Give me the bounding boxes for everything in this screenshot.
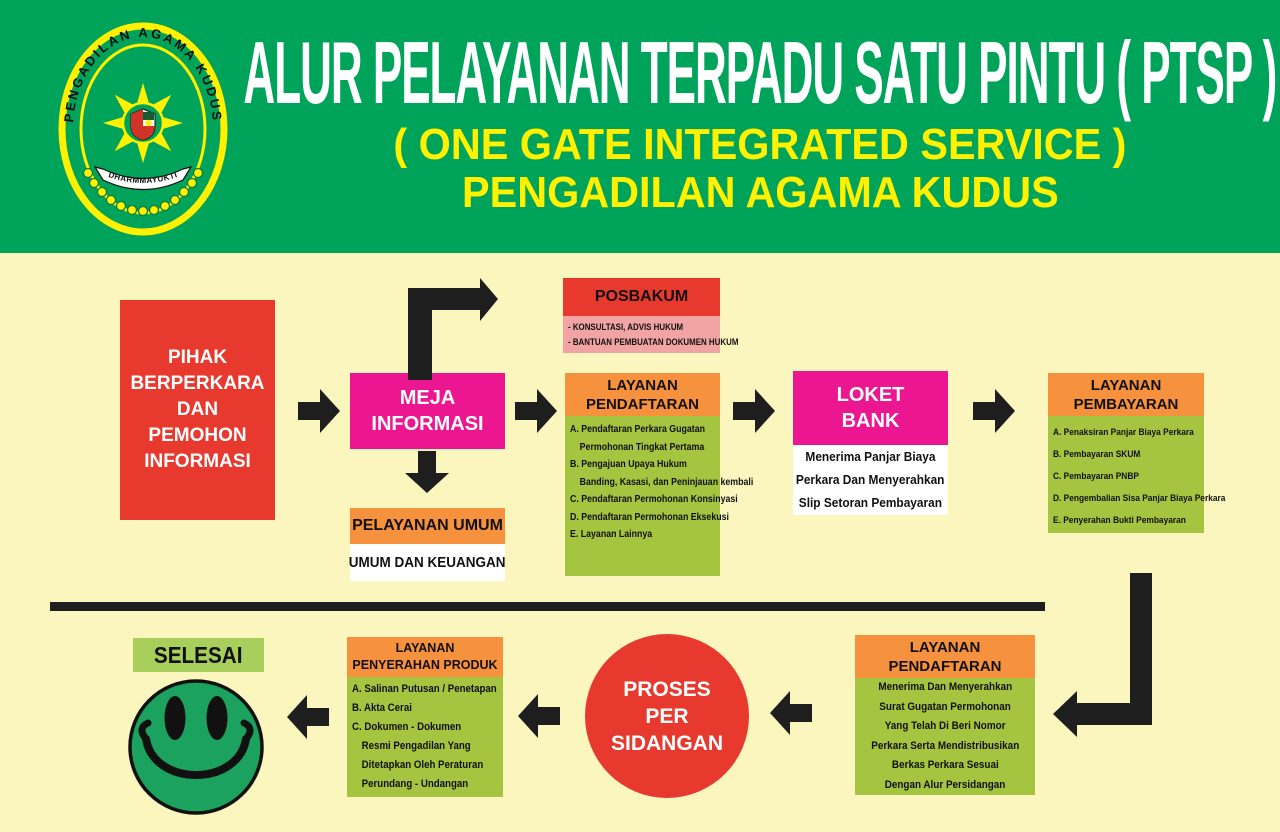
pembayaran-item: B. Pembayaran SKUM [1053, 449, 1141, 460]
elbow-arrow-down-left-icon [1053, 573, 1152, 737]
arrow-right-icon [515, 389, 557, 433]
penyerahan-item: A. Salinan Putusan / Penetapan [352, 683, 497, 695]
pendaftaran1-item: D. Pendaftaran Permohonan Eksekusi [570, 511, 729, 523]
loket-title-line: LOKET [836, 384, 905, 406]
pihak-line: BERPERKARA [130, 373, 265, 394]
pembayaran-item: D. Pengembalian Sisa Panjar Biaya Perkar… [1053, 493, 1226, 504]
penyerahan-item: Resmi Pengadilan Yang [361, 740, 471, 752]
penyerahan-item: Ditetapkan Oleh Peraturan [361, 759, 484, 771]
pendaftaran1-item: A. Pendaftaran Perkara Gugatan [570, 424, 705, 435]
box-pelayanan-umum-header: PELAYANAN UMUM [350, 508, 505, 544]
pendaftaran1-item: B. Pengajuan Upaya Hukum [570, 459, 687, 470]
selesai-label: SELESAI [154, 641, 243, 668]
posbakum-item: - BANTUAN PEMBUATAN DOKUMEN HUKUM [568, 336, 739, 347]
posbakum-title: POSBAKUM [594, 288, 689, 305]
box-meja-informasi: MEJA INFORMASI [350, 373, 505, 449]
meja-line: INFORMASI [371, 413, 484, 435]
arrow-right-icon [973, 389, 1015, 433]
pihak-line: PEMOHON [148, 425, 247, 446]
proses-line: PROSES [623, 677, 711, 701]
page-subtitle-en: ( ONE GATE INTEGRATED SERVICE ) [393, 120, 1127, 169]
pelayanan-umum-body-text: UMUM DAN KEUANGAN [349, 554, 506, 571]
logo-shield-icon [130, 108, 156, 141]
pendaftaran2-title-line: PENDAFTARAN [888, 657, 1002, 675]
arrow-down-icon [405, 451, 449, 493]
box-layanan-pendaftaran-1-header: LAYANAN PENDAFTARAN [565, 373, 720, 416]
box-layanan-pendaftaran-2-header: LAYANAN PENDAFTARAN [855, 635, 1035, 678]
pendaftaran2-line: Perkara Serta Mendistribusikan [870, 739, 1020, 752]
loket-body-line: Menerima Panjar Biaya [805, 449, 936, 464]
page-subtitle-court: PENGADILAN AGAMA KUDUS [461, 168, 1059, 217]
pendaftaran1-title-line: PENDAFTARAN [585, 395, 700, 413]
page-title: ALUR PELAYANAN TERPADU SATU PINTU ( PTSP… [243, 23, 1278, 122]
box-posbakum-body: - KONSULTASI, ADVIS HUKUM - BANTUAN PEMB… [563, 316, 738, 353]
court-logo: PENGADILAN AGAMA KUDUS DHARMMAYUKTI [58, 22, 228, 236]
pendaftaran1-title-line: LAYANAN [607, 376, 678, 394]
pembayaran-item: C. Pembayaran PNBP [1053, 471, 1139, 482]
pembayaran-title-line: PEMBAYARAN [1073, 395, 1179, 413]
box-layanan-pendaftaran-1-body: A. Pendaftaran Perkara Gugatan Permohona… [565, 416, 753, 576]
box-pihak-berperkara: PIHAK BERPERKARA DAN PEMOHON INFORMASI [120, 300, 275, 520]
meja-line: MEJA [399, 387, 456, 409]
penyerahan-item: Perundang - Undangan [361, 778, 469, 790]
smiley-icon [128, 679, 264, 815]
pendaftaran1-item: Banding, Kasasi, dan Peninjauan kembali [579, 476, 754, 488]
proses-line: SIDANGAN [610, 731, 723, 755]
divider-line [50, 602, 1045, 611]
box-layanan-pembayaran-body: A. Penaksiran Panjar Biaya Perkara B. Pe… [1048, 416, 1225, 533]
box-layanan-penyerahan-header: LAYANAN PENYERAHAN PRODUK [347, 637, 503, 677]
pendaftaran1-item: C. Pendaftaran Permohonan Konsinyasi [570, 494, 738, 505]
pendaftaran2-line: Dengan Alur Persidangan [884, 778, 1006, 791]
pendaftaran2-line: Surat Gugatan Permohonan [879, 700, 1011, 713]
arrow-right-icon [733, 389, 775, 433]
penyerahan-title-line: PENYERAHAN PRODUK [352, 658, 498, 672]
box-layanan-pembayaran-header: LAYANAN PEMBAYARAN [1048, 373, 1204, 416]
box-layanan-penyerahan-body: A. Salinan Putusan / Penetapan B. Akta C… [347, 677, 503, 797]
pembayaran-title-line: LAYANAN [1090, 376, 1162, 394]
pembayaran-item: E. Penyerahan Bukti Pembayaran [1053, 515, 1186, 526]
pihak-line: DAN [176, 399, 219, 420]
header-band: PENGADILAN AGAMA KUDUS DHARMMAYUKTI [0, 0, 1280, 253]
proses-line: PER [645, 704, 689, 728]
arrow-left-icon [518, 694, 560, 738]
loket-body-line: Slip Setoran Pembayaran [798, 495, 943, 510]
box-loket-bank-header: LOKET BANK [793, 371, 948, 445]
penyerahan-item: C. Dokumen - Dokumen [352, 721, 462, 733]
box-layanan-pendaftaran-2-body: Menerima Dan Menyerahkan Surat Gugatan P… [855, 678, 1035, 795]
box-pelayanan-umum-body: UMUM DAN KEUANGAN [349, 544, 506, 581]
arrow-right-icon [298, 389, 340, 433]
pendaftaran2-line: Menerima Dan Menyerahkan [878, 681, 1012, 693]
arrow-left-icon [770, 691, 812, 735]
box-selesai: SELESAI [133, 638, 264, 672]
pendaftaran2-line: Berkas Perkara Sesuai [891, 759, 999, 771]
loket-body-line: Perkara Dan Menyerahkan [796, 472, 945, 487]
pendaftaran1-item: E. Layanan Lainnya [570, 529, 653, 540]
penyerahan-title-line: LAYANAN [395, 641, 455, 655]
box-posbakum-header: POSBAKUM [563, 278, 720, 316]
elbow-arrow-up-right-icon [408, 278, 498, 380]
pendaftaran2-title-line: LAYANAN [909, 638, 981, 656]
pendaftaran2-line: Yang Telah Di Beri Nomor [884, 720, 1006, 732]
posbakum-item: - KONSULTASI, ADVIS HUKUM [568, 321, 684, 332]
pihak-line: INFORMASI [144, 451, 251, 472]
logo-bead-chain [82, 167, 204, 217]
pendaftaran1-item: Permohonan Tingkat Pertama [579, 441, 705, 453]
loket-title-line: BANK [841, 410, 900, 432]
penyerahan-item: B. Akta Cerai [352, 702, 412, 714]
proses-persidangan-circle: PROSES PER SIDANGAN [585, 634, 749, 798]
box-loket-bank-body: Menerima Panjar Biaya Perkara Dan Menyer… [793, 445, 948, 515]
arrow-left-icon [287, 695, 329, 739]
pihak-line: PIHAK [167, 347, 228, 368]
pembayaran-item: A. Penaksiran Panjar Biaya Perkara [1053, 427, 1194, 438]
pelayanan-umum-title: PELAYANAN UMUM [352, 517, 503, 534]
